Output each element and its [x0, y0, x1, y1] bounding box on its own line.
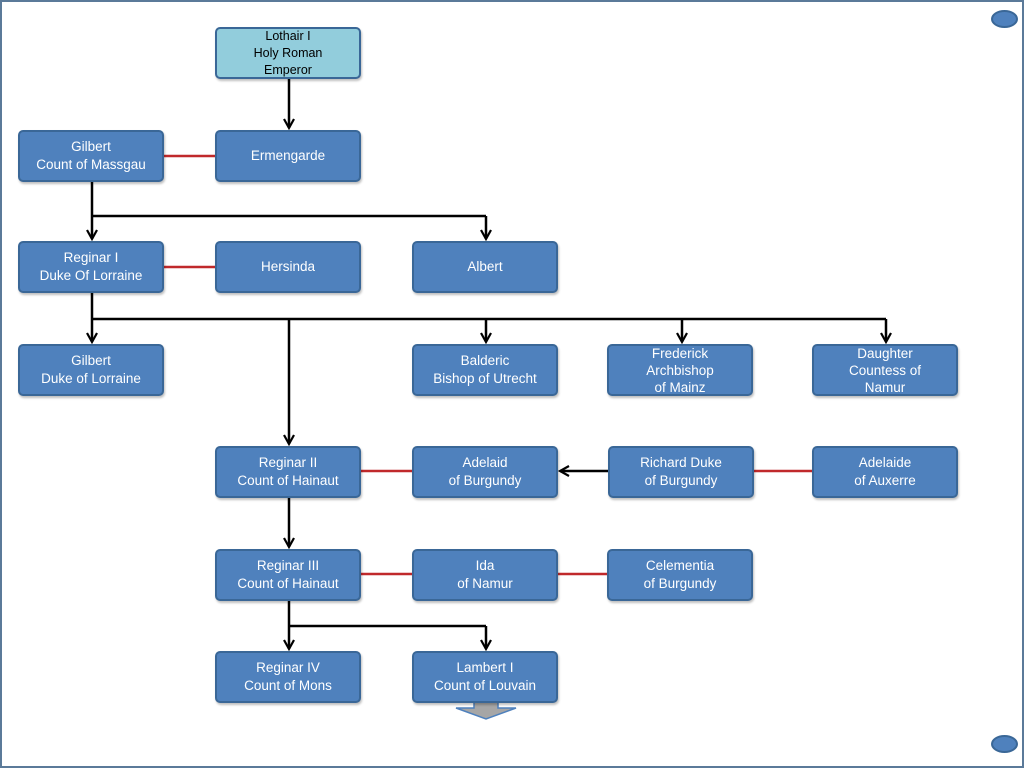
person-ida: Ida of Namur — [412, 549, 558, 601]
person-reginar3: Reginar III Count of Hainaut — [215, 549, 361, 601]
person-celementia: Celementia of Burgundy — [607, 549, 753, 601]
person-ermengarde: Ermengarde — [215, 130, 361, 182]
person-gilbert-massgau: Gilbert Count of Massgau — [18, 130, 164, 182]
person-adelaide-auxerre: Adelaide of Auxerre — [812, 446, 958, 498]
person-gilbert-lorraine: Gilbert Duke of Lorraine — [18, 344, 164, 396]
person-albert: Albert — [412, 241, 558, 293]
person-lothair: Lothair I Holy Roman Emperor — [215, 27, 361, 79]
person-hersinda: Hersinda — [215, 241, 361, 293]
person-reginar2: Reginar II Count of Hainaut — [215, 446, 361, 498]
corner-dot-bottom-icon — [991, 735, 1018, 753]
continue-down-arrow-icon — [455, 701, 517, 720]
person-frederick: Frederick Archbishop of Mainz — [607, 344, 753, 396]
person-adelaid: Adelaid of Burgundy — [412, 446, 558, 498]
person-reginar1: Reginar I Duke Of Lorraine — [18, 241, 164, 293]
person-richard: Richard Duke of Burgundy — [608, 446, 754, 498]
person-lambert: Lambert I Count of Louvain — [412, 651, 558, 703]
person-balderic: Balderic Bishop of Utrecht — [412, 344, 558, 396]
person-reginar4: Reginar IV Count of Mons — [215, 651, 361, 703]
person-daughter: Daughter Countess of Namur — [812, 344, 958, 396]
corner-dot-top-icon — [991, 10, 1018, 28]
